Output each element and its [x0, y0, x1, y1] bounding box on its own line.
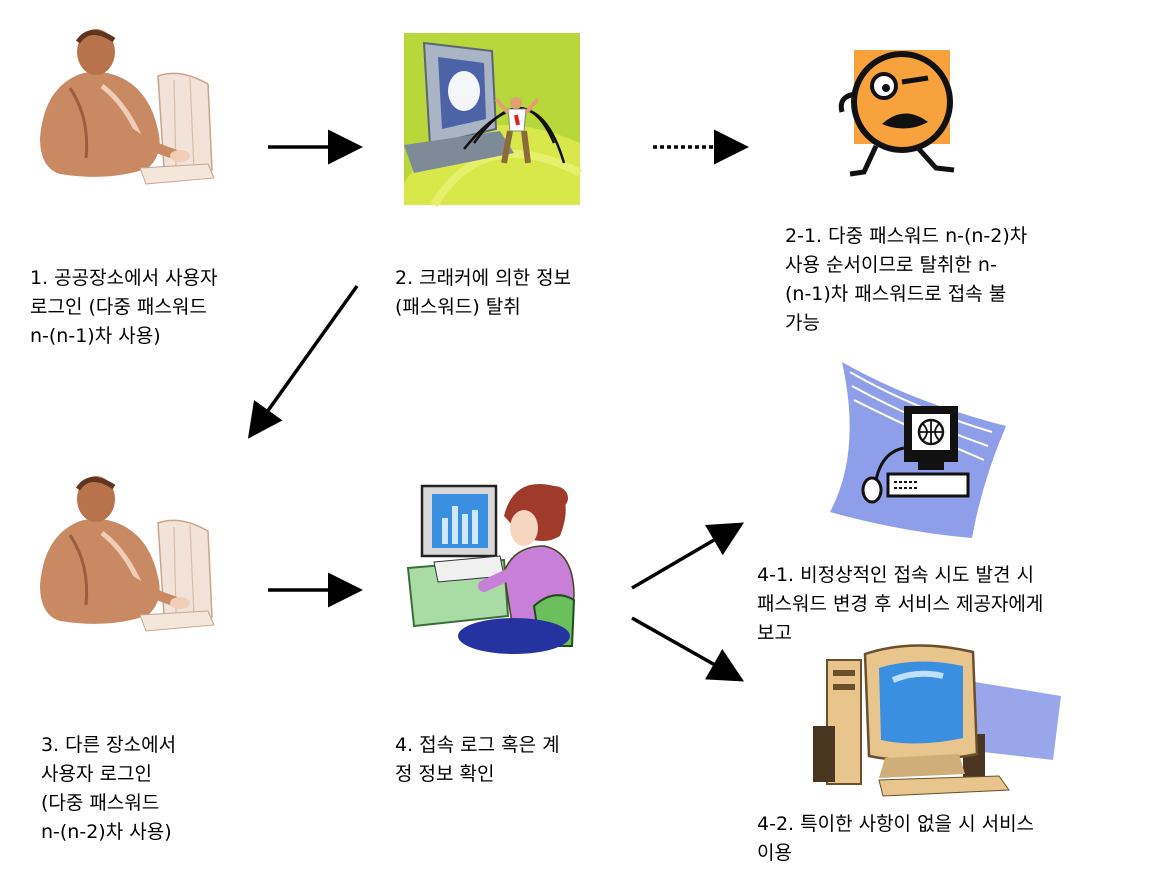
step2-1-line3: (n-1)차 패스워드로 접속 불 — [785, 280, 1027, 309]
step3-line4: n-(n-2)차 사용) — [41, 818, 176, 847]
arrow-step2-to-step3 — [252, 286, 357, 433]
desktop-computer-icon — [813, 640, 1065, 800]
step1-label: 1. 공공장소에서 사용자 로그인 (다중 패스워드 n-(n-1)차 사용) — [30, 264, 218, 351]
networked-computer-icon — [822, 362, 1007, 542]
step4-1-line1: 4-1. 비정상적인 접속 시도 발견 시 — [757, 561, 1043, 590]
step1-line2: 로그인 (다중 패스워드 — [30, 293, 218, 322]
arrow-step4-to-step4-1 — [632, 526, 738, 588]
step2-1-line4: 가능 — [785, 309, 1027, 338]
step3-label: 3. 다른 장소에서 사용자 로그인 (다중 패스워드 n-(n-2)차 사용) — [41, 731, 176, 847]
step4-1-line2: 패스워드 변경 후 서비스 제공자에게 — [757, 590, 1043, 619]
step4-2-line1: 4-2. 특이한 사항이 없을 시 서비스 — [757, 810, 1034, 839]
step3-line1: 3. 다른 장소에서 — [41, 731, 176, 760]
step1-line1: 1. 공공장소에서 사용자 — [30, 264, 218, 293]
step4-line2: 정 정보 확인 — [395, 760, 560, 789]
step2-line1: 2. 크래커에 의한 정보 — [395, 264, 571, 293]
step1-line3: n-(n-1)차 사용) — [30, 322, 218, 351]
step4-1-label: 4-1. 비정상적인 접속 시도 발견 시 패스워드 변경 후 서비스 제공자에… — [757, 561, 1043, 648]
woman-at-computer-icon — [404, 476, 584, 656]
step4-label: 4. 접속 로그 혹은 계 정 정보 확인 — [395, 731, 560, 789]
step3-line2: 사용자 로그인 — [41, 760, 176, 789]
step4-2-label: 4-2. 특이한 사항이 없을 시 서비스 이용 — [757, 810, 1034, 868]
arrow-step4-to-step4-2 — [632, 618, 738, 678]
step2-line2: (패스워드) 탈취 — [395, 293, 571, 322]
step3-line3: (다중 패스워드 — [41, 789, 176, 818]
step2-1-label: 2-1. 다중 패스워드 n-(n-2)차 사용 순서이므로 탈취한 n- (n… — [785, 222, 1027, 338]
step4-line1: 4. 접속 로그 혹은 계 — [395, 731, 560, 760]
businessman-at-computer-icon — [30, 465, 220, 640]
cracker-stealing-data-icon — [404, 33, 580, 205]
step2-1-line2: 사용 순서이므로 탈취한 n- — [785, 251, 1027, 280]
step4-2-line2: 이용 — [757, 839, 1034, 868]
step2-label: 2. 크래커에 의한 정보 (패스워드) 탈취 — [395, 264, 571, 322]
businessman-at-computer-icon — [30, 18, 220, 193]
step2-1-line1: 2-1. 다중 패스워드 n-(n-2)차 — [785, 222, 1027, 251]
frustrated-face-icon — [832, 42, 982, 187]
step4-1-line3: 보고 — [757, 619, 1043, 648]
